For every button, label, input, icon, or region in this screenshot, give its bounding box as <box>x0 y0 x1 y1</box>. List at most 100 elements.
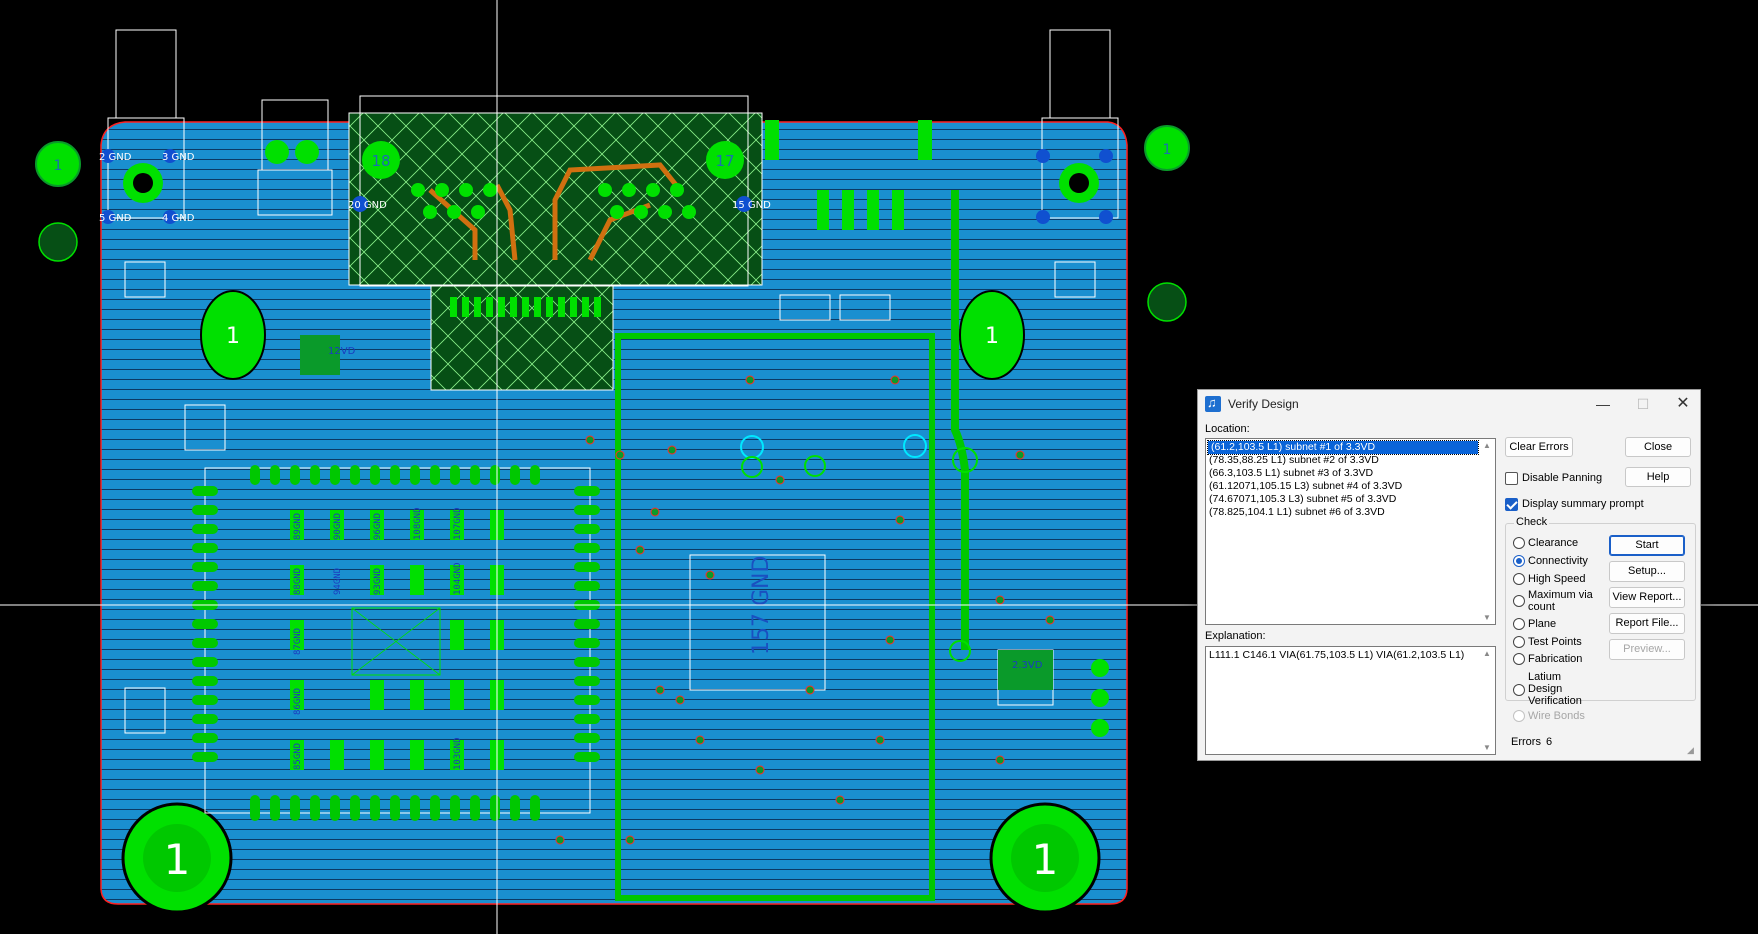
minimize-button[interactable]: — <box>1596 396 1610 412</box>
net-label: 3 GND <box>162 152 195 163</box>
led-pad-2[interactable] <box>295 140 319 164</box>
dialog-titlebar[interactable]: Verify Design — ☐ ✕ <box>1198 390 1700 418</box>
connector-outline <box>359 95 749 287</box>
location-item[interactable]: (78.35,88.25 L1) subnet #2 of 3.3VD <box>1209 454 1379 466</box>
board-outline <box>100 121 1128 905</box>
display-summary-checkbox[interactable] <box>1505 498 1518 511</box>
start-button[interactable]: Start <box>1609 535 1685 556</box>
location-item[interactable]: (78.825,104.1 L1) subnet #6 of 3.3VD <box>1209 506 1385 518</box>
radio-connectivity[interactable] <box>1513 555 1525 567</box>
scroll-down-icon[interactable]: ▼ <box>1483 743 1491 752</box>
svg-text:85GND: 85GND <box>293 743 303 770</box>
net-label: 4 GND <box>162 213 195 224</box>
diode-pad <box>300 335 340 375</box>
clear-errors-button[interactable]: Clear Errors <box>1505 437 1573 457</box>
net-label: 15 GND <box>732 200 771 211</box>
radio-latium-design-verification[interactable] <box>1513 684 1525 696</box>
resize-grip-icon[interactable]: ◢ <box>1687 745 1694 755</box>
radio-test-points[interactable] <box>1513 636 1525 648</box>
radio-test-points-label: Test Points <box>1528 636 1582 648</box>
mounting-hole-top-right[interactable] <box>1144 125 1190 171</box>
radio-maximum-via-count-label: Maximum via count <box>1528 589 1593 613</box>
via-markers <box>741 447 978 662</box>
location-item[interactable]: (66.3,103.5 L1) subnet #3 of 3.3VD <box>1209 467 1374 479</box>
disable-panning-checkbox[interactable] <box>1505 472 1518 485</box>
mounting-hole-top-left[interactable] <box>35 141 81 187</box>
help-button[interactable]: Help <box>1625 467 1691 487</box>
radio-clearance[interactable] <box>1513 537 1525 549</box>
radio-latium-design-verification-label: Latium Design Verification <box>1528 671 1582 707</box>
close-button[interactable]: Close <box>1625 437 1691 457</box>
check-group-title: Check <box>1514 516 1550 528</box>
jack-outlines <box>107 29 1119 219</box>
scroll-down-icon[interactable]: ▼ <box>1483 613 1491 622</box>
location-label: Location: <box>1205 423 1250 435</box>
led-pad-1[interactable] <box>265 140 289 164</box>
oval-pad-left[interactable] <box>200 290 266 380</box>
app-icon <box>1205 395 1221 412</box>
view-report-button[interactable]: View Report... <box>1609 587 1685 608</box>
mounting-hole-label: 1 <box>1163 142 1172 158</box>
setup-button[interactable]: Setup... <box>1609 561 1685 582</box>
mounting-hole-label: 1 <box>54 158 63 174</box>
bga-pad-column-left <box>192 486 600 762</box>
ic-ground-region <box>615 333 935 901</box>
jack-right-hole <box>1069 173 1089 193</box>
db-connector-pins <box>411 183 696 219</box>
location-item[interactable]: (61.2,103.5 L1) subnet #1 of 3.3VD <box>1207 440 1479 455</box>
svg-text:107GND: 107GND <box>453 507 463 540</box>
net-label: 20 GND <box>348 200 387 211</box>
power-trace <box>951 190 969 650</box>
dialog-title: Verify Design <box>1228 397 1299 411</box>
bga-gnd-pad-grid <box>290 510 504 770</box>
svg-text:90GND: 90GND <box>333 513 343 540</box>
report-file-button[interactable]: Report File... <box>1609 613 1685 634</box>
radio-plane[interactable] <box>1513 618 1525 630</box>
svg-text:104GND: 104GND <box>453 562 463 595</box>
radio-wire-bonds <box>1513 710 1525 722</box>
svg-text:93GND: 93GND <box>373 568 383 595</box>
explanation-scrollbar[interactable]: ▲ ▼ <box>1479 647 1495 754</box>
explanation-box[interactable]: L111.1 C146.1 VIA(61.75,103.5 L1) VIA(61… <box>1205 646 1496 755</box>
explanation-label: Explanation: <box>1205 630 1266 642</box>
connector-pin-row <box>450 297 601 317</box>
mounting-hole-label: 1 <box>1032 835 1059 884</box>
svg-text:94GND: 94GND <box>333 568 343 595</box>
mounting-hole-label: 1 <box>985 324 999 349</box>
pad-17-label: 17 <box>715 152 734 170</box>
svg-text:89GND: 89GND <box>293 513 303 540</box>
errors-label: Errors <box>1511 736 1541 748</box>
svg-text:103GND: 103GND <box>453 737 463 770</box>
pad-17[interactable] <box>706 141 744 179</box>
display-summary-label: Display summary prompt <box>1522 498 1644 510</box>
location-scrollbar[interactable]: ▲ ▼ <box>1479 439 1495 624</box>
close-window-button[interactable]: ✕ <box>1676 395 1690 412</box>
check-group: Check <box>1505 516 1696 701</box>
fiducial-markers <box>38 222 1187 322</box>
radio-plane-label: Plane <box>1528 618 1557 630</box>
location-items: (61.2,103.5 L1) subnet #1 of 3.3VD(78.35… <box>1206 440 1495 519</box>
verify-design-dialog: Verify Design — ☐ ✕ Location: (61.2,103.… <box>1197 389 1701 761</box>
bga-center-keepout <box>351 607 441 676</box>
oval-pad-right[interactable] <box>959 290 1025 380</box>
svg-text:108GND: 108GND <box>413 507 423 540</box>
ic-u1-body <box>689 554 826 691</box>
svg-text:86GND: 86GND <box>293 688 303 715</box>
explanation-text: L111.1 C146.1 VIA(61.75,103.5 L1) VIA(61… <box>1209 649 1465 661</box>
net-label: 12VD <box>328 346 356 357</box>
radio-fabrication[interactable] <box>1513 653 1525 665</box>
scroll-up-icon[interactable]: ▲ <box>1483 649 1491 658</box>
location-item[interactable]: (74.67071,105.3 L3) subnet #5 of 3.3VD <box>1209 493 1397 505</box>
maximize-button[interactable]: ☐ <box>1636 396 1650 412</box>
pad-18[interactable] <box>362 141 400 179</box>
location-item[interactable]: (61.12071,105.15 L3) subnet #4 of 3.3VD <box>1209 480 1403 492</box>
mounting-hole-label: 1 <box>164 835 191 884</box>
errors-count: 6 <box>1546 736 1553 748</box>
mounting-hole-bottom-right-inner <box>1011 824 1079 892</box>
vias <box>555 375 1055 845</box>
radio-high-speed[interactable] <box>1513 573 1525 585</box>
radio-maximum-via-count[interactable] <box>1513 595 1525 607</box>
location-listbox[interactable]: (61.2,103.5 L1) subnet #1 of 3.3VD(78.35… <box>1205 438 1496 625</box>
scroll-up-icon[interactable]: ▲ <box>1483 441 1491 450</box>
